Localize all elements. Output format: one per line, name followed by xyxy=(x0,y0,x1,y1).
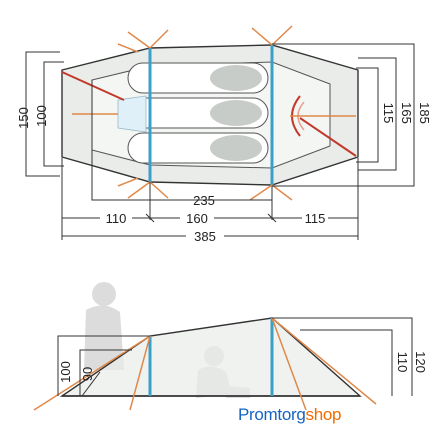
length-label-160: 160 xyxy=(186,211,208,226)
width-label-100: 100 xyxy=(34,105,49,127)
side-guy-lines xyxy=(33,317,377,411)
guy-lines-top xyxy=(72,25,356,201)
ridge-line-right-bottom xyxy=(299,117,357,157)
width-label-185: 185 xyxy=(417,102,432,124)
side-height-label-90: 90 xyxy=(80,367,95,381)
side-view: 100 90 110 120 xyxy=(33,282,428,411)
person-silhouette-standing xyxy=(84,282,124,370)
sleeping-bag-2 xyxy=(210,100,262,126)
watermark-part2: shop xyxy=(305,405,342,424)
length-label-385: 385 xyxy=(194,229,216,244)
side-height-label-110: 110 xyxy=(395,352,410,373)
side-height-label-100: 100 xyxy=(58,361,73,383)
sleeping-bag-1 xyxy=(210,65,262,91)
watermark-part1: Promtorg xyxy=(238,405,306,424)
left-vestibule-door xyxy=(117,95,147,133)
width-label-115: 115 xyxy=(381,103,396,124)
watermark-logo: Promtorgshop xyxy=(238,405,341,425)
top-view: 150 100 115 165 185 235 110 160 115 385 xyxy=(16,25,432,244)
length-label-235: 235 xyxy=(193,193,215,208)
ridge-line-left-top xyxy=(61,71,125,101)
width-label-150: 150 xyxy=(16,107,31,129)
side-height-brackets xyxy=(57,317,413,397)
side-height-label-120: 120 xyxy=(413,351,428,373)
length-label-115-bottom: 115 xyxy=(305,211,326,226)
sleeping-bag-3 xyxy=(210,135,262,161)
width-label-165: 165 xyxy=(399,102,414,124)
length-dimension-lines xyxy=(61,158,359,240)
length-label-110: 110 xyxy=(106,211,127,226)
